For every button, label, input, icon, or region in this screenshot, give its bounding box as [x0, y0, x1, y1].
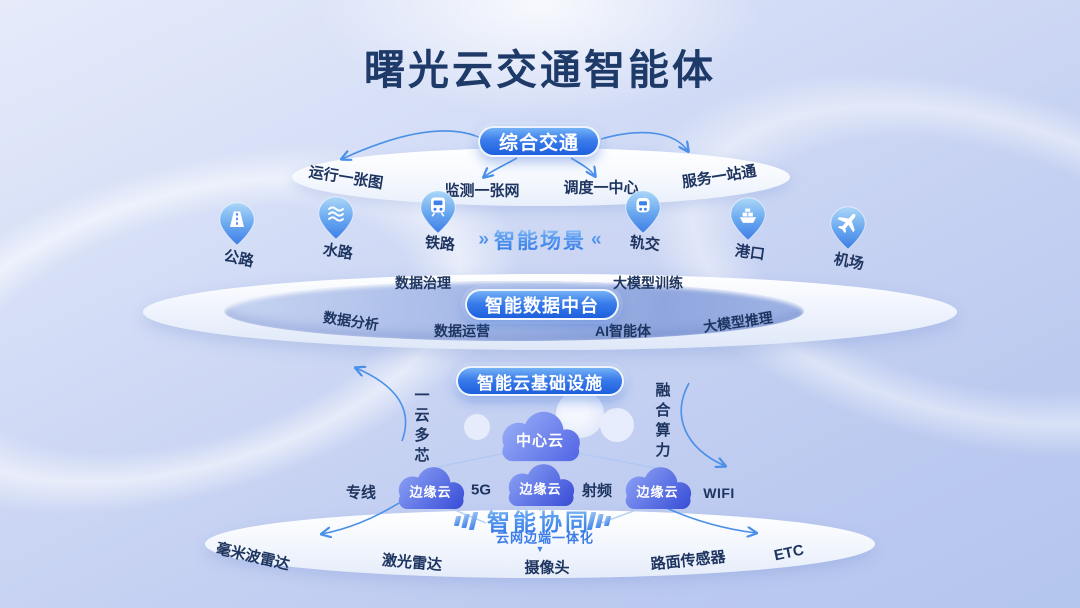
collab-flag-left-icon: [453, 512, 479, 530]
cloud-infra-pill: 智能云基础设施: [456, 366, 624, 396]
network-label-leased-line: 专线: [345, 484, 377, 502]
scene-label-metro: 轨交: [629, 233, 661, 255]
edge-cloud-label: 边缘云: [409, 484, 452, 500]
railway-pin-icon: [420, 190, 456, 234]
edge-cloud: 边缘云: [390, 464, 471, 514]
guillemet-right-icon: »: [478, 229, 489, 250]
decorative-cloud-blob: [600, 408, 634, 442]
port-pin: [728, 196, 768, 242]
metro-pin-icon: [625, 190, 661, 234]
center-cloud-label: 中心云: [515, 432, 564, 450]
railway-pin: [418, 189, 458, 235]
network-label-rf: 射频: [581, 482, 613, 500]
data-platform-pill: 智能数据中台: [465, 289, 619, 320]
platform-item-label: AI智能体: [595, 323, 651, 339]
scene-label-highway: 公路: [222, 247, 256, 271]
guillemet-left-icon: «: [591, 229, 602, 250]
network-label-wifi: WIFI: [703, 485, 735, 501]
airport-pin: [828, 205, 868, 251]
platform-item-label: 大模型训练: [613, 275, 683, 291]
edge-cloud: 边缘云: [617, 464, 698, 514]
scene-label-railway: 铁路: [424, 234, 456, 254]
center-cloud: 中心云: [492, 408, 588, 467]
platform-item-label: 数据治理: [395, 275, 451, 291]
port-pin-icon: [730, 197, 766, 241]
edge-cloud-label: 边缘云: [519, 481, 562, 497]
comprehensive-traffic-pill: 综合交通: [478, 126, 600, 157]
waterway-pin-icon: [318, 196, 354, 240]
waterway-pin: [316, 195, 356, 241]
fused-computing-note: 融合算力: [653, 382, 671, 462]
page-title: 曙光云交通智能体: [364, 47, 716, 93]
edge-cloud-label: 边缘云: [636, 484, 679, 500]
highway-pin: [217, 201, 257, 247]
one-cloud-multi-chip-note: 一云多芯: [412, 387, 430, 467]
down-chevron-icon: ▼: [535, 544, 545, 554]
scene-title-text: 智能场景: [494, 225, 586, 255]
scene-label-port: 港口: [733, 242, 766, 264]
device-label-camera: 摄像头: [524, 559, 570, 577]
scene-label-airport: 机场: [832, 250, 866, 274]
network-label-5g: 5G: [470, 481, 492, 499]
decorative-cloud-blob: [464, 414, 490, 440]
highway-pin-icon: [219, 202, 255, 246]
platform-item-label: 数据运营: [434, 323, 490, 339]
airport-pin-icon: [830, 206, 866, 250]
collaboration-subtitle: 云网边端一体化: [495, 530, 595, 546]
metro-pin: [623, 189, 663, 235]
scene-section-title: » 智能场景 «: [478, 225, 601, 255]
scene-label-waterway: 水路: [321, 241, 354, 263]
